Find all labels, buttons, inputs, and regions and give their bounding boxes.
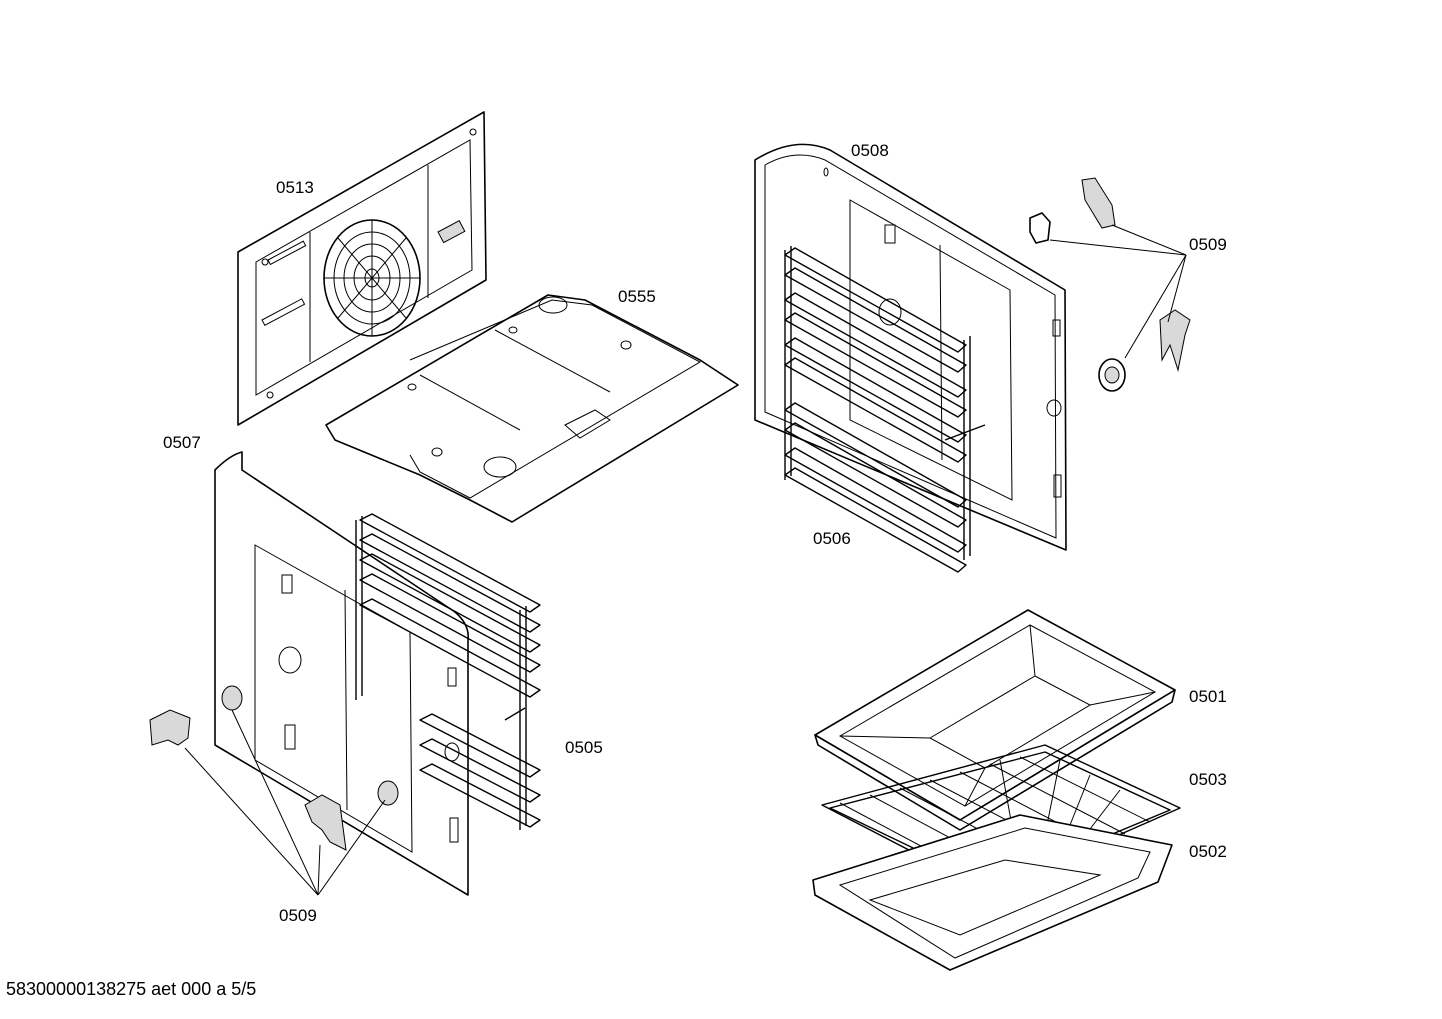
label-0506: 0506 bbox=[813, 529, 851, 548]
label-0505: 0505 bbox=[565, 738, 603, 757]
label-0513: 0513 bbox=[276, 178, 314, 197]
label-0509-bottom: 0509 bbox=[279, 906, 317, 925]
label-0507: 0507 bbox=[163, 433, 201, 452]
part-0508-right-side-wall bbox=[754, 143, 1067, 551]
label-0503: 0503 bbox=[1189, 770, 1227, 789]
label-0555: 0555 bbox=[618, 287, 656, 306]
leader-0509-top-c bbox=[1124, 254, 1187, 359]
leader-0509-bottom-b bbox=[231, 709, 319, 896]
label-0509-top: 0509 bbox=[1189, 235, 1227, 254]
part-0513-rear-panel bbox=[237, 111, 487, 426]
part-0502-shallow-tray bbox=[812, 814, 1173, 971]
label-0501: 0501 bbox=[1189, 687, 1227, 706]
part-0501-deep-tray bbox=[814, 609, 1176, 831]
leader-0509-top-a bbox=[1049, 239, 1187, 256]
label-0508: 0508 bbox=[851, 141, 889, 160]
leader-0509-top-b bbox=[1111, 224, 1187, 256]
document-footer-code: 58300000138275 aet 000 a 5/5 bbox=[6, 979, 257, 999]
leader-0509-bottom-a bbox=[184, 747, 319, 896]
part-0509-lower-clips bbox=[149, 709, 347, 851]
part-0506-right-shelf-rack bbox=[784, 246, 986, 573]
leader-0509-bottom-d bbox=[317, 799, 386, 896]
fan-grille-icon bbox=[323, 219, 421, 337]
leader-0509-bottom-c bbox=[317, 844, 321, 896]
part-0555-oven-floor bbox=[325, 294, 739, 523]
part-0505-left-shelf-rack bbox=[355, 513, 541, 830]
label-0502: 0502 bbox=[1189, 842, 1227, 861]
leader-0509-top-d bbox=[1167, 254, 1187, 323]
part-0509-upper-clips bbox=[1029, 177, 1191, 392]
